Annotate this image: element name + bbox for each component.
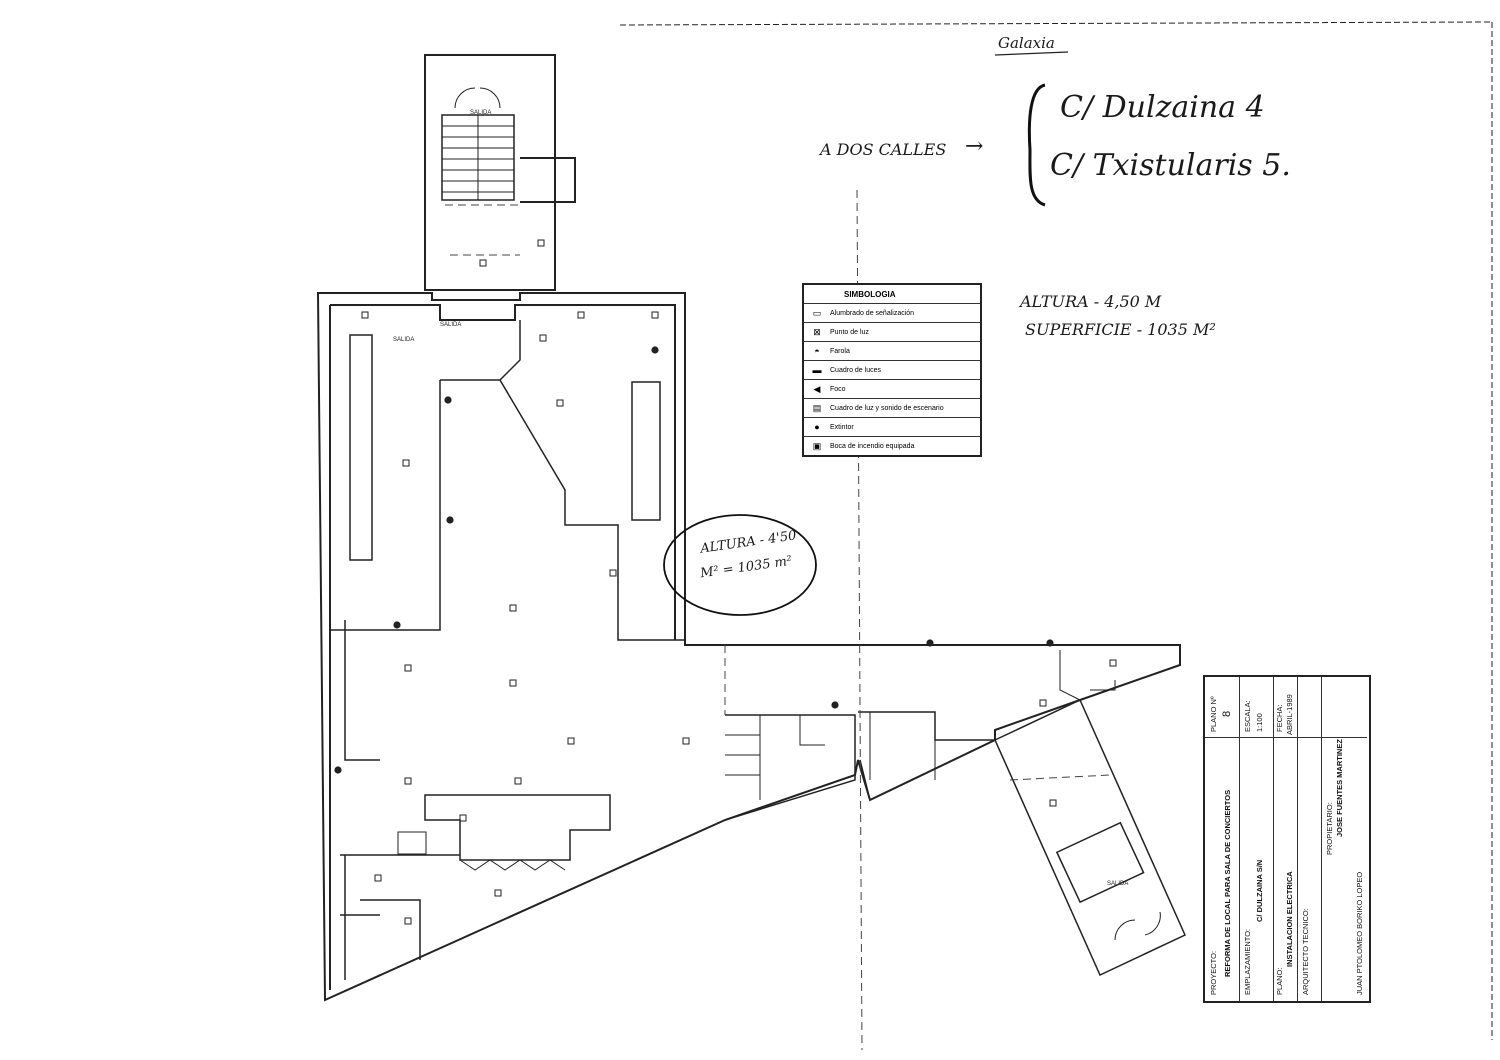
lamp-icon: ◓	[814, 346, 820, 356]
tb-divider	[1205, 737, 1367, 738]
dashed-line-d	[1009, 774, 1111, 781]
propietario-label: PROPIETARIO:	[1325, 802, 1334, 855]
legend-item: ● Extintor	[804, 418, 980, 437]
interior-wall-left	[330, 379, 500, 631]
arrow-note: →	[965, 134, 984, 159]
arquitecto-label: ARQUITECTO TECNICO:	[1301, 908, 1310, 995]
circled-note	[663, 514, 817, 616]
street2-note: C/ Txistularis 5.	[1050, 148, 1291, 183]
salida-label-4: SALIDA	[440, 322, 461, 328]
sheet-top-border	[619, 21, 1491, 26]
salida-label-1: SALIDA	[470, 110, 491, 116]
legend-item: ◓ Farola	[804, 342, 980, 361]
legend-title: SIMBOLOGIA	[804, 285, 980, 304]
toilet-right	[858, 711, 995, 801]
salida-label-2: SALIDA	[393, 337, 414, 343]
toilet-right-partitions	[869, 712, 936, 780]
right-room	[1059, 650, 1116, 701]
fecha-label: FECHA:	[1275, 704, 1284, 732]
stair-small	[397, 831, 427, 855]
interior-wall-diagonal	[499, 320, 685, 641]
bar-left	[349, 334, 373, 561]
emplazamiento-label: EMPLAZAMIENTO:	[1243, 928, 1252, 995]
legend-item: ▬ Cuadro de luces	[804, 361, 980, 380]
stage-panel-icon: ▤	[812, 402, 822, 413]
propietario-value: JOSE FUENTES MARTINEZ	[1335, 739, 1344, 837]
legend-item: ⊠ Punto de luz	[804, 323, 980, 342]
title-block: PLANO Nº 8 ESCALA: 1:100 FECHA: ABRIL-19…	[1203, 675, 1371, 1003]
salida-label-3: SALIDA	[1107, 881, 1128, 887]
tb-col-4	[1297, 677, 1322, 1001]
plano-no-value: 8	[1221, 710, 1233, 717]
proyecto-label: PROYECTO:	[1209, 950, 1218, 995]
toilet-partitions	[725, 715, 825, 800]
signal-light-icon: ▭	[812, 307, 822, 318]
bracket	[1027, 83, 1046, 207]
galaxia-note: Galaxia	[998, 34, 1055, 52]
legend-label: Cuadro de luz y sonido de escenario	[830, 404, 944, 412]
tb-col-2	[1239, 677, 1274, 1001]
stair-annex	[520, 157, 576, 203]
door-swings-top	[454, 87, 501, 109]
light-point-icon: ⊠	[813, 326, 821, 337]
legend-item: ▣ Boca de incendio equipada	[804, 437, 980, 455]
legend-label: Alumbrado de señalización	[830, 309, 915, 317]
dos-calles-note: A DOS CALLES	[820, 140, 947, 159]
stepped-wall	[459, 859, 566, 871]
emplazamiento-value: C/ DULZAINA S/N	[1255, 859, 1264, 922]
spotlight-icon: ◀	[813, 383, 821, 394]
street1-note: C/ Dulzaina 4	[1060, 90, 1265, 125]
tb-col-1	[1205, 677, 1240, 1001]
extinguisher-icon: ●	[814, 422, 820, 432]
lower-left-rooms	[340, 854, 460, 980]
main-building-outline	[316, 292, 1181, 1002]
altura-note: ALTURA - 4,50 M	[1020, 292, 1162, 311]
legend-simbologia: SIMBOLOGIA ▭ Alumbrado de señalización ⊠ P…	[802, 283, 982, 457]
legend-label: Foco	[830, 385, 846, 393]
proyecto-value: REFORMA DE LOCAL PARA SALA DE CONCIERTOS	[1223, 789, 1232, 977]
bar-right	[631, 381, 661, 521]
staircase-2	[1055, 821, 1145, 904]
superficie-note: SUPERFICIE - 1035 M²	[1025, 320, 1216, 339]
stage-bottom	[424, 794, 611, 861]
toilet-block	[724, 714, 856, 821]
panel-icon: ▬	[812, 365, 822, 375]
door-swings-bottom	[1114, 911, 1161, 941]
stage-left	[344, 620, 380, 761]
stair-bottom-right	[994, 698, 1186, 977]
legend-label: Farola	[830, 347, 850, 355]
plano-label: PLANO:	[1275, 967, 1284, 995]
legend-label: Punto de luz	[830, 328, 869, 336]
legend-label: Extintor	[830, 423, 854, 431]
arquitecto-value: JUAN PTOLOMEO BORIKO LOPEO	[1355, 871, 1364, 995]
main-inner-outline	[329, 304, 676, 990]
legend-label: Boca de incendio equipada	[830, 442, 915, 450]
escala-label: ESCALA:	[1243, 700, 1252, 732]
farolas	[334, 346, 1054, 774]
tb-col-3	[1273, 677, 1298, 1001]
plano-value: INSTALACION ELECTRICA	[1285, 871, 1294, 967]
stair-tower	[424, 54, 556, 291]
legend-item: ▤ Cuadro de luz y sonido de escenario	[804, 399, 980, 418]
legend-label: Cuadro de luces	[830, 366, 881, 374]
galaxia-underline	[994, 51, 1069, 56]
fire-hose-icon: ▣	[812, 440, 822, 451]
escala-value: 1:100	[1255, 713, 1264, 732]
light-points	[361, 239, 1117, 925]
fecha-value: ABRIL-1989	[1285, 694, 1294, 735]
legend-item: ▭ Alumbrado de señalización	[804, 304, 980, 323]
legend-item: ◀ Foco	[804, 380, 980, 399]
plano-no-label: PLANO Nº	[1209, 696, 1218, 732]
